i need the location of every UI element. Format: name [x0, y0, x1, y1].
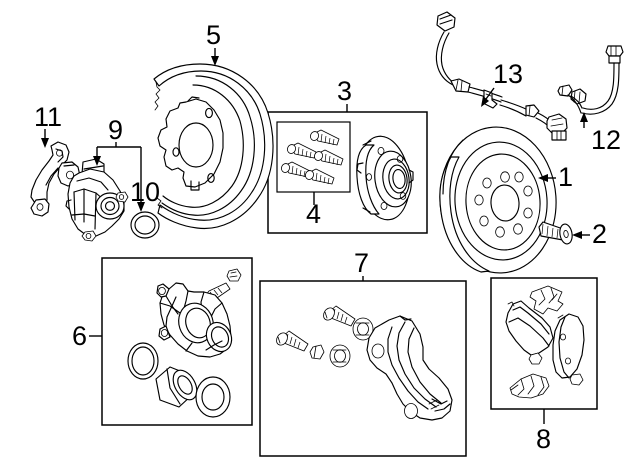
- callout-label-2: 2: [592, 219, 607, 249]
- caliper-piston: [155, 366, 198, 408]
- callout-label-7: 7: [354, 248, 369, 278]
- callout-label-12: 12: [591, 125, 621, 155]
- wheel-stud: [287, 142, 317, 159]
- part-brake-rotor-disc: [439, 126, 557, 274]
- guide-pin-bushing: [329, 344, 351, 368]
- brake-pad-retaining-clip: [529, 285, 564, 315]
- callout-label-3: 3: [337, 76, 352, 106]
- part-parking-brake-actuator: [65, 158, 129, 242]
- leader-callout-2: [572, 231, 590, 239]
- callout-label-6: 6: [72, 321, 87, 351]
- leader-callout-5: [211, 48, 219, 66]
- part-abs-sensor-harness-short: [557, 45, 624, 115]
- brake-pad-retaining-clip: [509, 373, 550, 399]
- callout-label-8: 8: [536, 424, 551, 454]
- callout-label-10: 10: [130, 177, 160, 207]
- part-brake-pad-set: [505, 285, 585, 399]
- callout-label-13: 13: [493, 59, 523, 89]
- part-caliper-mounting-bracket-kit: [276, 305, 453, 421]
- caliper-piston-seal: [195, 376, 231, 418]
- wheel-stud: [305, 168, 335, 185]
- part-wheel-hub-and-bearing-kit: [356, 135, 414, 221]
- leader-callout-12: [580, 112, 588, 128]
- leader-callout-11: [41, 129, 49, 148]
- part-abs-wheel-speed-sensor: [435, 11, 568, 141]
- group-box-caliper-bracket: [259, 280, 467, 457]
- callout-label-4: 4: [306, 199, 321, 229]
- part-wheel-stud-bolt-set: [281, 129, 344, 185]
- callout-label-9: 9: [108, 115, 123, 145]
- caliper-dust-seal: [127, 342, 159, 380]
- callout-label-11: 11: [34, 102, 62, 132]
- caliper-guide-pin-bolt: [276, 330, 309, 352]
- wheel-stud: [314, 149, 344, 166]
- brake-pad-outer: [552, 313, 585, 386]
- caliper-guide-pin-bolt: [323, 305, 356, 327]
- group-box-caliper: [101, 257, 253, 426]
- wheel-stud: [310, 129, 340, 146]
- leader-callout-1: [538, 174, 556, 182]
- callout-label-1: 1: [558, 162, 573, 192]
- callout-label-5: 5: [206, 20, 221, 50]
- part-rotor-retaining-screw: [538, 221, 573, 245]
- part-brake-backing-splash-shield: [153, 63, 274, 230]
- part-brake-caliper-assembly: [127, 268, 242, 418]
- leader-callout-9: [93, 142, 142, 176]
- guide-pin-bushing: [352, 317, 374, 341]
- leader-callout-13: [481, 87, 495, 107]
- leader-callout-10: [137, 176, 145, 212]
- part-actuator-seal-o-ring: [130, 211, 160, 239]
- caliper-bleeder-cap: [226, 268, 242, 282]
- brake-pad-inner: [505, 300, 554, 365]
- guide-pin-sleeve: [309, 344, 325, 360]
